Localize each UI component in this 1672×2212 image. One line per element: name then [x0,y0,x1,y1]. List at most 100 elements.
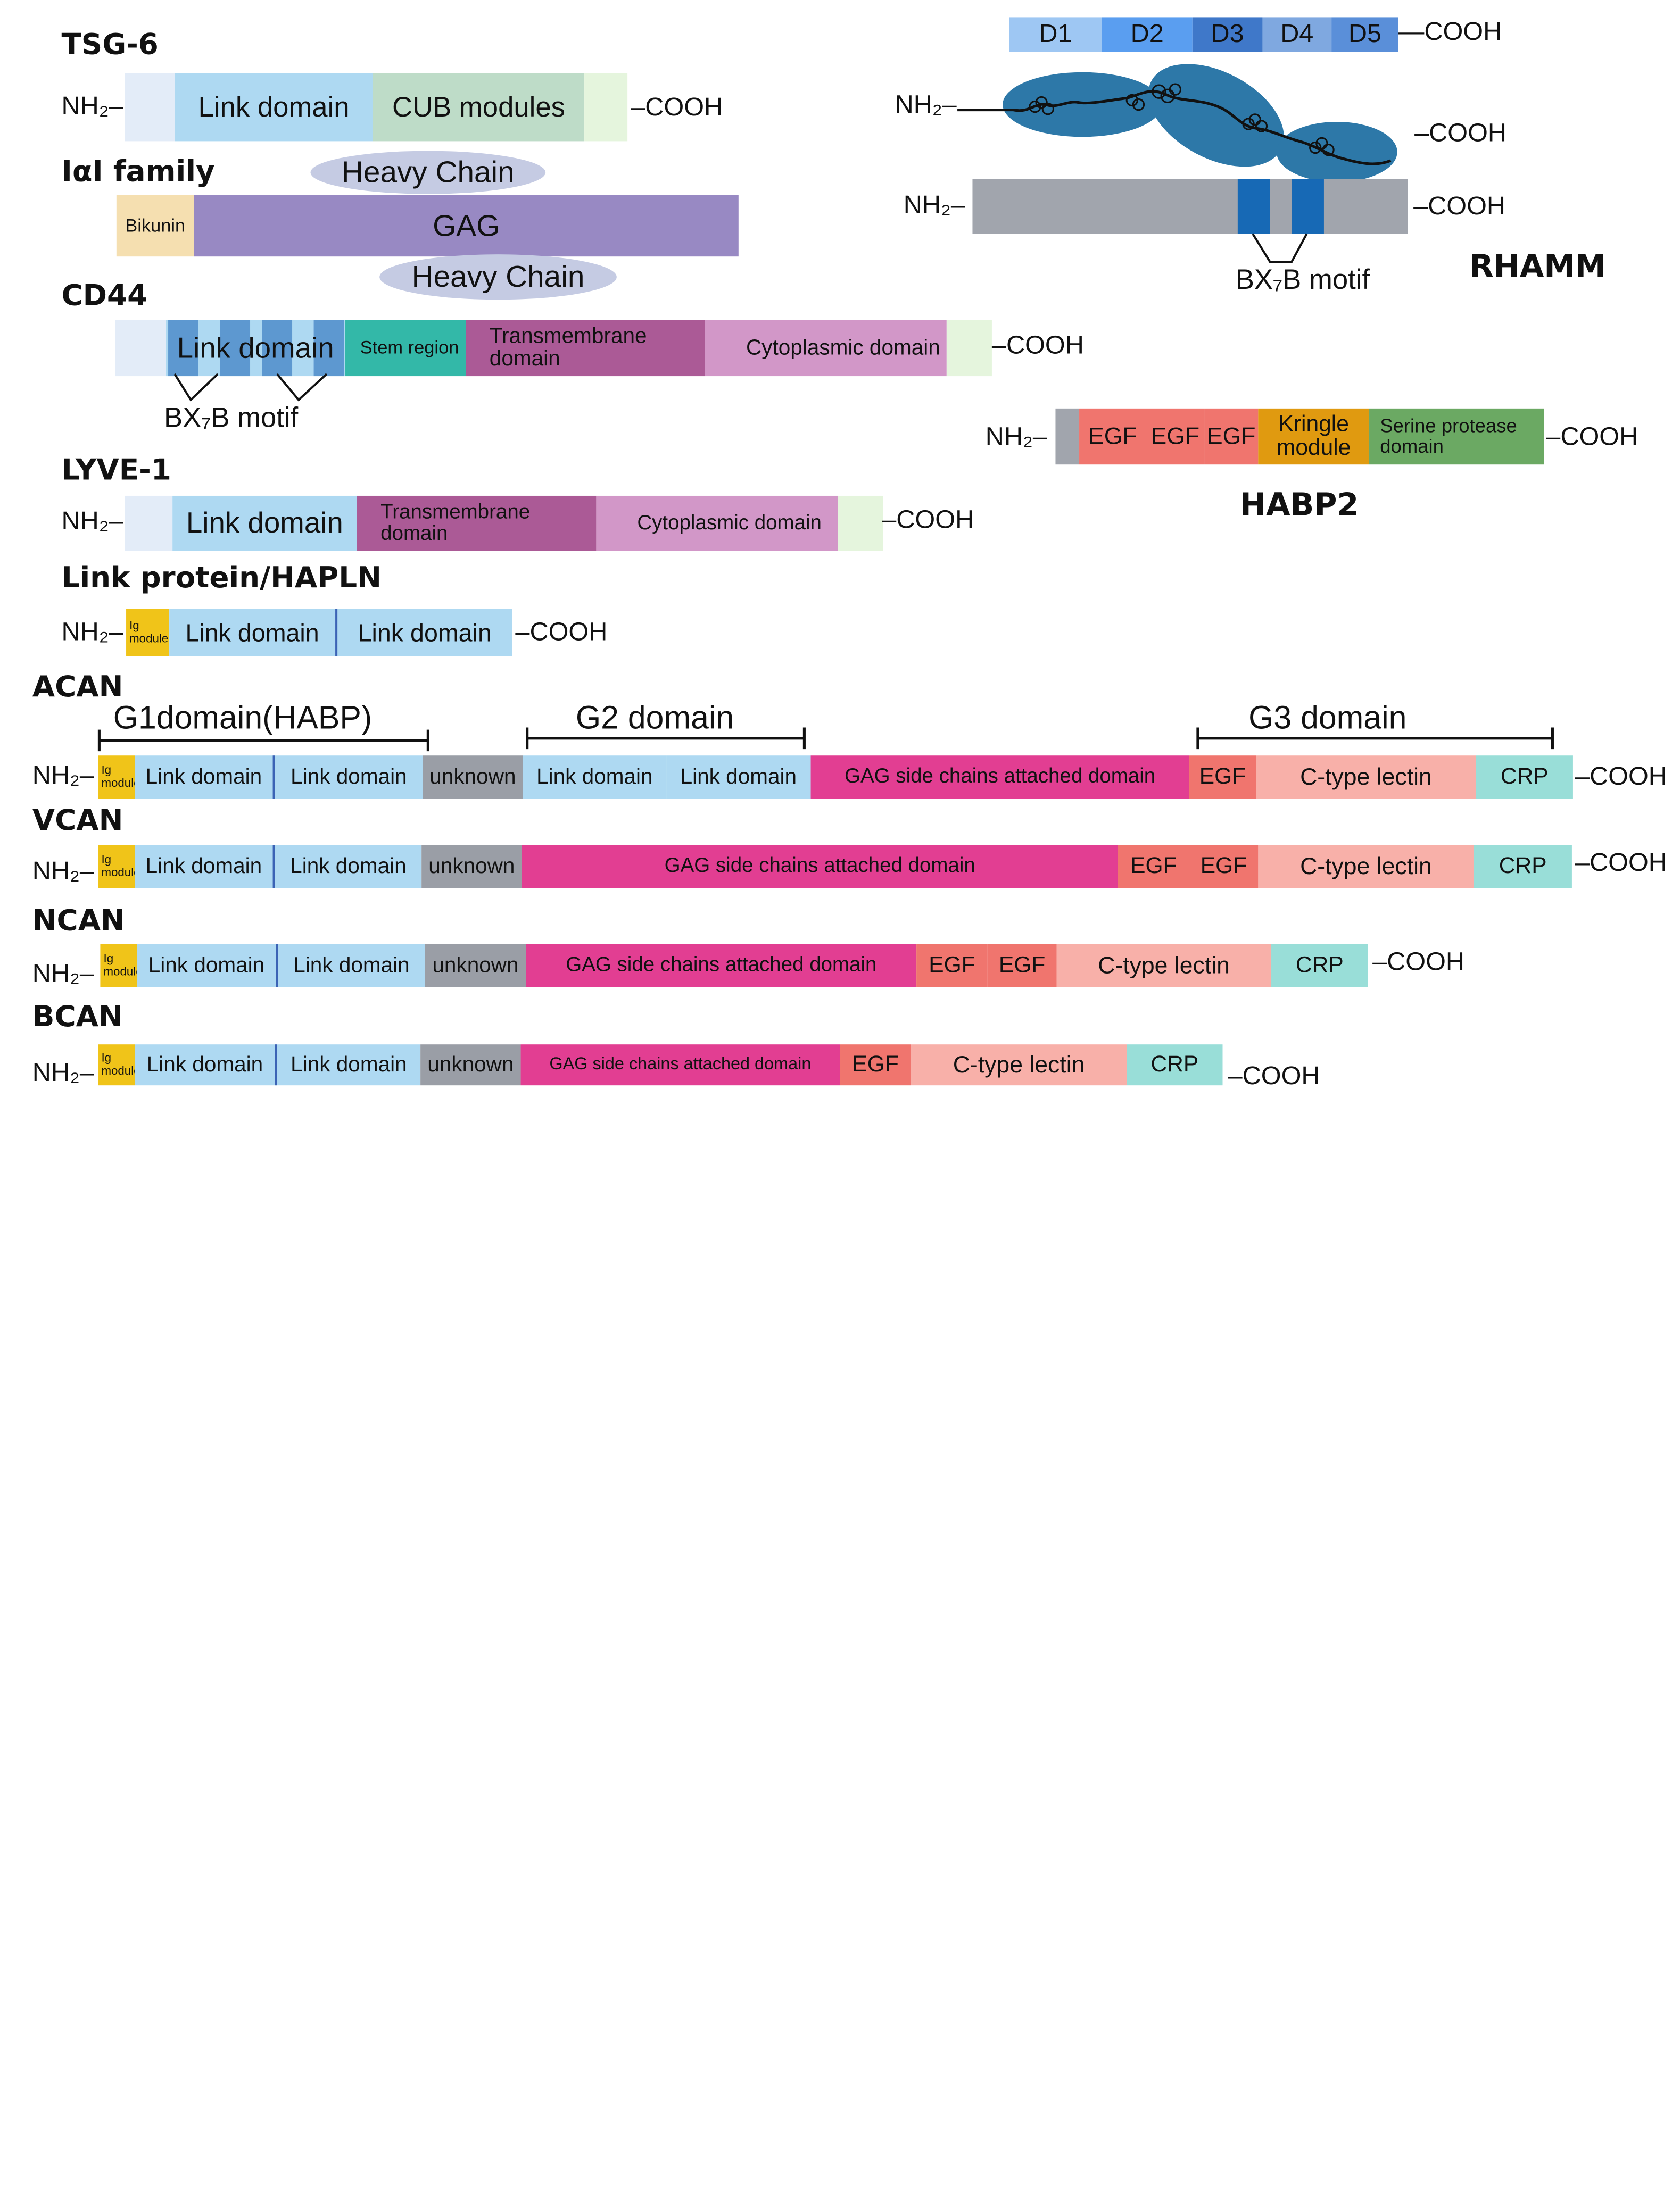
crp-domain: CRP [1476,755,1573,799]
link-domain: Link domain [272,845,422,888]
cd44-motif-brackets [173,373,328,402]
nh2-terminal: NH₂– [32,761,94,791]
rhamm-title: RHAMM [1469,247,1607,285]
acan-domain-brackets [97,727,1554,752]
cooh-terminal: –COOH [631,93,723,122]
unknown-region: unknown [423,755,523,799]
bx7b-motif-block [1292,179,1324,234]
gag-side-chains-domain: GAG side chains attached domain [810,755,1189,799]
g2-domain-label: G2 domain [575,700,734,736]
motif-block [220,320,251,377]
crp-domain: CRP [1127,1044,1223,1086]
c-type-lectin-domain: C-type lectin [1258,845,1474,888]
link-domain: Link domain [135,1044,275,1086]
rhamm-motif-bracket [1252,233,1308,263]
link-domain: Link domain [135,755,273,799]
rhamm-linear-bar [972,179,1408,234]
c-type-lectin-domain: C-type lectin [1256,755,1476,799]
nh2-terminal: NH₂– [32,856,94,886]
tsg6-protein-bar: Link domain CUB modules [125,73,628,142]
cytoplasmic-domain: Cytoplasmic domain [705,320,947,377]
gag-chain: GAG [194,195,739,257]
motif-block [262,320,293,377]
cooh-terminal: –COOH [882,505,974,535]
cd44-title: CD44 [61,279,148,313]
rhamm-d3: D3 [1192,17,1263,52]
iai-family-title: IαI family [61,155,215,189]
nh2-terminal: NH₂– [61,92,123,121]
iai-protein-bar: Bikunin GAG [116,195,739,257]
c-terminal-region [946,320,992,377]
cooh-terminal: –COOH [1546,422,1638,452]
link-domain: Link domain [137,944,276,987]
egf-domain: EGF [1189,755,1256,799]
heavy-chain-bottom: Heavy Chain [379,254,617,300]
bx7b-motif-label: BX₇B motif [163,401,299,434]
unknown-region: unknown [420,1044,521,1086]
structural-blob [1276,121,1397,182]
c-terminal-region [838,495,883,551]
gag-side-chains-domain: GAG side chains attached domain [526,944,917,987]
link-domain: Link domain [169,609,336,656]
n-terminal-region [125,73,175,142]
motif-block [313,320,344,377]
egf-domain: EGF [1189,845,1259,888]
unknown-region: unknown [425,944,526,987]
link-domain: Link domain [523,755,667,799]
link-domain-label: Link domain [177,331,334,364]
egf-domain: EGF [1146,408,1205,465]
structural-blob [1003,72,1163,137]
transmembrane-domain: Transmembrane domain [357,495,597,551]
acan-title: ACAN [32,670,123,704]
cooh-terminal: –COOH [515,617,608,647]
lyve1-title: LYVE-1 [61,453,171,487]
link-domain: Link domain [135,845,273,888]
hapln-title: Link protein/HAPLN [61,561,382,595]
cooh-terminal: —COOH [1398,17,1502,47]
structural-blob [1148,64,1284,167]
c-terminal-region [584,73,628,142]
link-domain: Link domain [666,755,811,799]
egf-domain: EGF [916,944,988,987]
rhamm-d5: D5 [1331,17,1398,52]
c-type-lectin-domain: C-type lectin [1056,944,1271,987]
cooh-terminal: –COOH [1575,848,1667,878]
nh2-terminal: NH₂– [903,190,965,220]
link-domain: Link domain [166,320,345,377]
lyve1-protein-bar: Link domain Transmembrane domain Cytopla… [125,495,883,551]
bx7b-motif-label: BX₇B motif [1235,263,1370,296]
nh2-terminal: NH₂– [985,422,1047,452]
egf-domain: EGF [840,1044,911,1086]
serine-protease-domain: Serine protease domain [1369,408,1544,465]
n-terminal-region [125,495,173,551]
transmembrane-domain: Transmembrane domain [466,320,706,377]
link-domain: Link domain [276,944,425,987]
nh2-terminal: NH₂– [32,959,94,988]
nh2-terminal: NH₂– [895,90,957,120]
cub-modules: CUB modules [373,73,585,142]
cooh-terminal: –COOH [1413,192,1506,221]
egf-domain: EGF [1118,845,1189,888]
gag-side-chains-domain: GAG side chains attached domain [522,845,1118,888]
cooh-terminal: –COOH [991,330,1084,360]
stem-region: Stem region [345,320,466,377]
rhamm-d1: D1 [1009,17,1102,52]
crp-domain: CRP [1474,845,1572,888]
cd44-protein-bar: Link domain Stem region Transmembrane do… [115,320,992,377]
cooh-terminal: –COOH [1372,947,1465,977]
link-domain: Link domain [272,755,423,799]
habp2-protein-bar: EGF EGF EGF Kringle module Serine protea… [1055,408,1544,465]
tsg6-title: TSG-6 [61,28,159,62]
cytoplasmic-domain: Cytoplasmic domain [596,495,838,551]
g3-domain-label: G3 domain [1248,700,1407,736]
bikunin: Bikunin [116,195,194,257]
motif-block [168,320,198,377]
link-domain: Link domain [335,609,512,656]
